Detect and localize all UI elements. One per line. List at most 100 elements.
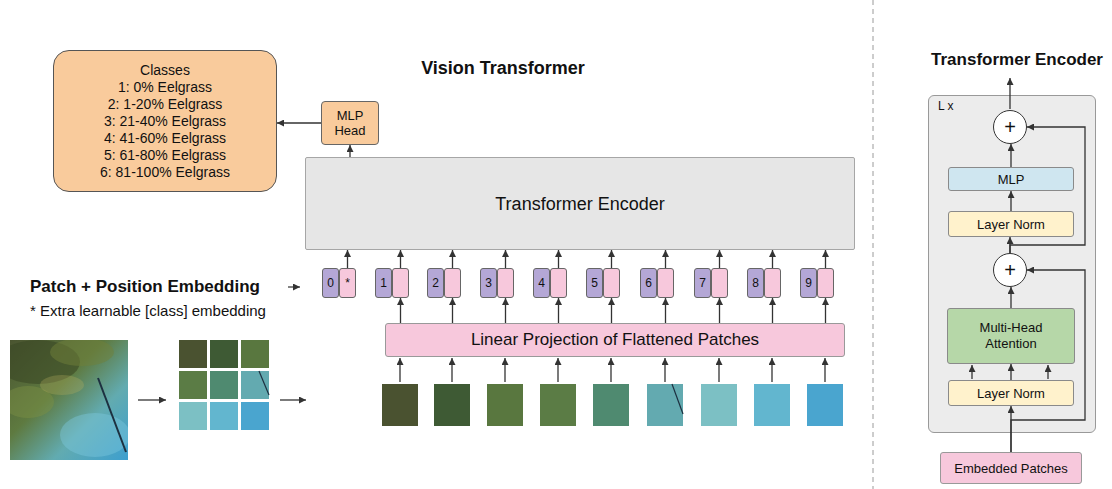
encoder-box: Transformer Encoder (305, 157, 855, 250)
embedding-pair: 9 (800, 268, 834, 298)
projection-box: Linear Projection of Flattened Patches (385, 323, 845, 357)
class-item: 5: 61-80% Eelgrass (104, 147, 226, 164)
box-label: Layer Norm (977, 217, 1045, 232)
connector-arrow (349, 145, 350, 157)
connector-arrow (1011, 270, 1085, 452)
repeat-count: L x (938, 99, 954, 113)
position-embedding: 2 (427, 268, 444, 298)
attention-box: Multi-Head Attention (947, 308, 1075, 364)
flatten-arrow (280, 399, 306, 400)
position-number: 8 (752, 276, 759, 290)
class-item: 4: 41-60% Eelgrass (104, 130, 226, 147)
connector-arrow (452, 298, 453, 323)
connector-arrow (772, 250, 773, 268)
layer-norm-box: Layer Norm (948, 380, 1074, 406)
embedding-pair: 0* (322, 268, 356, 298)
embedding-pair: 6 (640, 268, 674, 298)
box-label: Linear Projection of Flattened Patches (471, 330, 759, 350)
position-number: 9 (805, 276, 812, 290)
position-embedding: 9 (800, 268, 817, 298)
connector-arrow (1010, 287, 1011, 308)
box-label: MLP (998, 172, 1025, 187)
box-label: Layer Norm (977, 386, 1045, 401)
panel-separator (873, 0, 874, 489)
eelgrass-photo (10, 340, 128, 460)
connector-arrow (1010, 144, 1011, 167)
output-arrow (1009, 78, 1010, 109)
patch-input-arrows (400, 358, 825, 382)
connector-arrow (1010, 127, 1085, 253)
embedding-pair: 7 (694, 268, 728, 298)
connector-arrow (719, 250, 720, 268)
add-circle: + (993, 110, 1027, 144)
embedding-pair: 3 (480, 268, 514, 298)
footnote: * Extra learnable [class] embedding (30, 302, 266, 320)
position-number: 6 (645, 276, 652, 290)
label-pointer (288, 286, 300, 287)
position-embedding: 8 (747, 268, 764, 298)
connector-arrow (719, 298, 720, 323)
connector-arrow (558, 250, 559, 268)
connector-arrow (1010, 364, 1011, 380)
mlp-box: MLP (948, 167, 1074, 191)
embedding-pair: 1 (375, 268, 409, 298)
position-number: 5 (591, 276, 598, 290)
position-number: 7 (699, 276, 706, 290)
box-label: Multi-Head Attention (956, 320, 1066, 352)
footnote-holder: * Extra learnable [class] embedding (30, 302, 266, 320)
encoder-block: +MLPLayer Norm+Multi-Head AttentionLayer… (928, 95, 1096, 433)
connector-arrow (772, 298, 773, 323)
connector-arrow (347, 250, 348, 268)
box-label: MLP Head (330, 108, 370, 138)
class-item: 6: 81-100% Eelgrass (100, 164, 230, 181)
classes-heading: Classes (140, 62, 190, 79)
connector-arrow (1009, 237, 1010, 253)
connector-arrow (400, 250, 401, 268)
patch-embedding (603, 268, 620, 298)
patch-embedding (550, 268, 567, 298)
mlp-head-box: MLP Head (321, 101, 379, 145)
classes-box: Classes1: 0% Eelgrass2: 1-20% Eelgrass3:… (53, 50, 277, 192)
connector-arrow (665, 298, 666, 323)
layer-norm-box: Layer Norm (948, 211, 1074, 237)
connector-arrow (400, 298, 401, 323)
block-title: Transformer Encoder (931, 50, 1103, 70)
patch-embedding (764, 268, 781, 298)
class-item: 3: 21-40% Eelgrass (104, 113, 226, 130)
position-embedding: 1 (375, 268, 392, 298)
patch-embedding (392, 268, 409, 298)
patch-embedding (817, 268, 834, 298)
box-label: + (1004, 117, 1016, 137)
connector-arrow (505, 250, 506, 268)
section-label-holder: Patch + Position Embedding (30, 277, 260, 297)
attention-input-arrow (1047, 365, 1048, 379)
box-label: Transformer Encoder (495, 193, 664, 215)
embedding-pair: 4 (533, 268, 567, 298)
position-embedding: 4 (533, 268, 550, 298)
box-label: + (1004, 260, 1016, 280)
class-item: 1: 0% Eelgrass (118, 79, 212, 96)
diagram-title: Vision Transformer (421, 58, 585, 79)
patch-embedding: * (339, 268, 356, 298)
connector-arrow (505, 298, 506, 323)
position-number: 3 (485, 276, 492, 290)
position-embedding: 3 (480, 268, 497, 298)
position-number: 4 (538, 276, 545, 290)
connector-arrow (1010, 406, 1011, 452)
embedded-patches-box: Embedded Patches (940, 452, 1082, 484)
position-number: 2 (432, 276, 439, 290)
add-circle: + (993, 253, 1027, 287)
patch-embedding (497, 268, 514, 298)
position-embedding: 0 (322, 268, 339, 298)
patch-grid (179, 340, 269, 430)
position-embedding: 7 (694, 268, 711, 298)
patch-embedding (711, 268, 728, 298)
connector-arrow (277, 122, 321, 123)
class-item: 2: 1-20% Eelgrass (108, 96, 222, 113)
title-holder: Transformer Encoder (931, 50, 1103, 70)
connector-arrow (825, 298, 826, 323)
connector-arrow (452, 250, 453, 268)
position-number: 1 (380, 276, 387, 290)
box-label: Embedded Patches (954, 461, 1067, 476)
diagram-title-holder: Vision Transformer (421, 58, 585, 79)
